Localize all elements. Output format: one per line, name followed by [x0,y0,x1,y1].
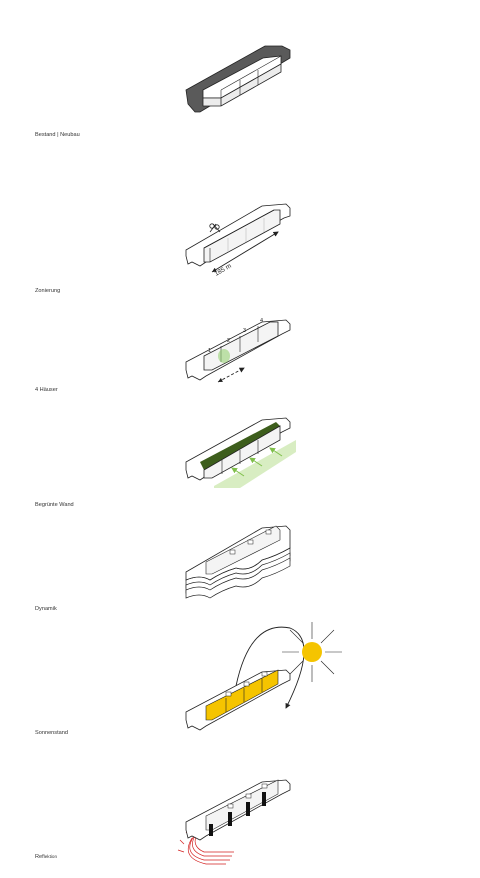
caption-zonierung: Zonierung [35,288,61,294]
house-number-2: 2 [227,338,230,344]
caption-bestand-neubau: Bestand | Neubau [35,132,80,138]
diagram-zonierung: 185 m [185,203,291,278]
caption-begruente-wand: Begrünte Wand [35,502,74,508]
house-number-1: 1 [208,348,211,354]
house-number-4: 4 [260,318,263,324]
caption-reflektion-part1: Ref [35,854,44,860]
diagram-dynamik [185,525,291,599]
scissors-icon [209,223,221,233]
diagram-sonnenstand [185,622,342,731]
caption-4-haeuser: 4 Häuser [35,387,58,393]
diagram-4-haeuser: 1 2 3 4 [185,318,291,383]
caption-sonnenstand: Sonnenstand [35,730,68,736]
diagram-bestand-neubau [185,45,291,113]
diagram-begruente-wand [185,417,296,488]
diagram-reflektion [177,779,291,865]
house-number-3: 3 [243,328,246,334]
sun-icon [282,622,342,682]
caption-reflektion-part2: lektion [43,854,57,859]
caption-dynamik: Dynamik [35,606,57,612]
caption-reflektion: Reflektion [35,854,57,860]
